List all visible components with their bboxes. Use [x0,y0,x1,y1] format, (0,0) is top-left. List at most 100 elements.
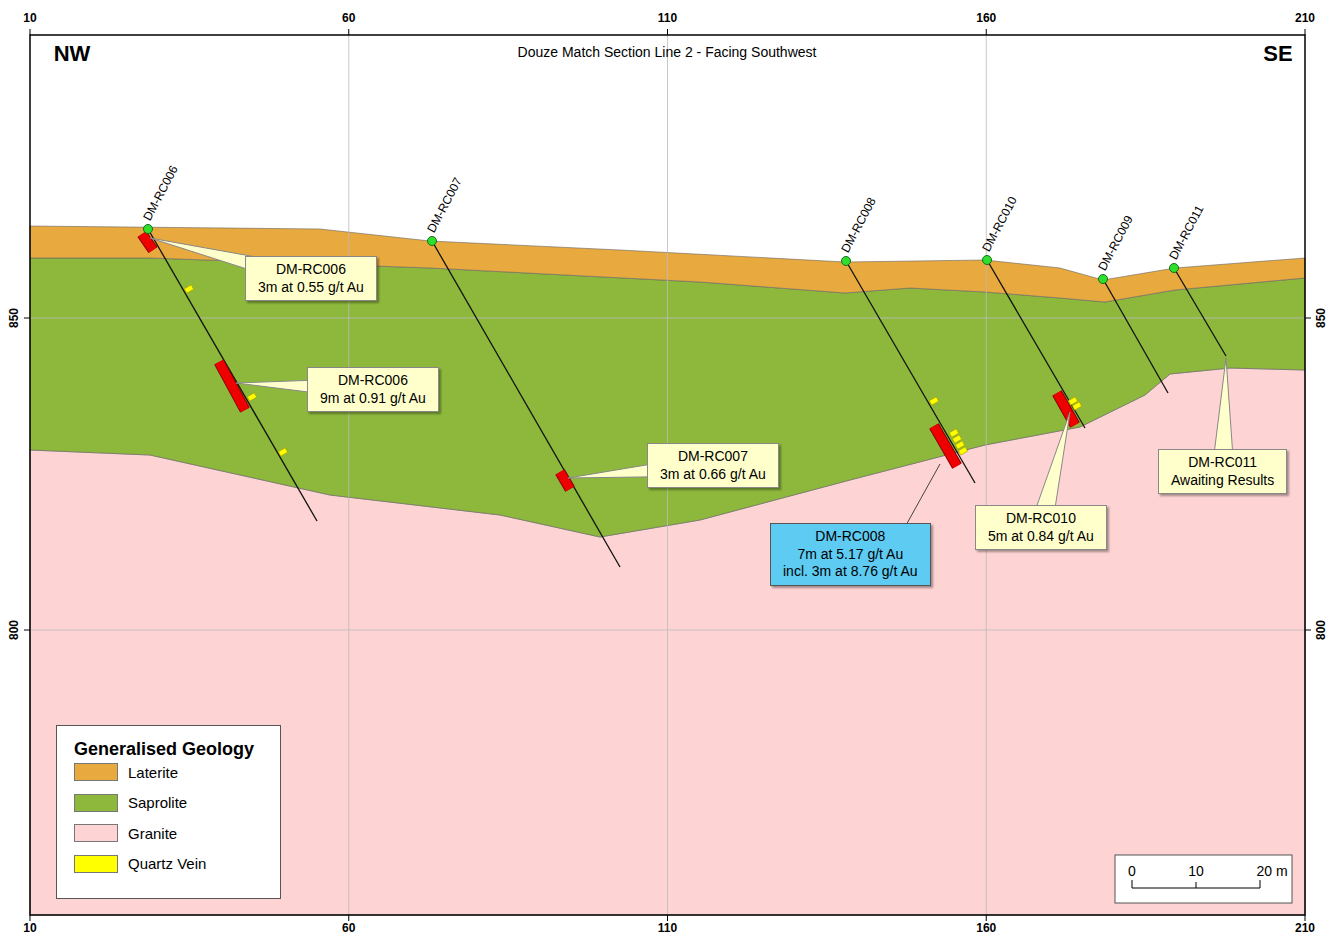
legend-swatch [74,824,118,842]
quartz-vein [247,393,256,401]
direction-label: NW [54,41,91,67]
drill-trace [987,260,1085,428]
axis-tick [348,29,349,35]
scale-box [1115,855,1292,903]
drill-trace [432,241,620,567]
axis-label: 110 [658,921,677,935]
drill-trace [1103,279,1168,393]
axis-label: 110 [658,11,677,25]
grid-line [986,35,987,915]
collar-dot [144,225,153,234]
callout-tails [150,238,1234,554]
axis-tick [1305,318,1311,319]
hole-label: DM-RC007 [424,175,465,235]
assay-result: 9m at 0.91 g/t Au [320,390,426,408]
assay-result: 3m at 0.55 g/t Au [258,279,364,297]
gold-interval [219,362,245,410]
callout-box: DM-RC011Awaiting Results [1158,449,1287,494]
axis-label: 60 [342,11,355,25]
quartz-vein [184,285,193,293]
gold-interval [560,472,570,489]
hole-id: DM-RC007 [660,448,766,466]
hole-id: DM-RC006 [320,372,426,390]
gold-interval [142,234,153,250]
gold-interval [1057,393,1075,425]
legend-row: Quartz Vein [74,854,206,874]
collar-dot [983,256,992,265]
legend-text: Laterite [128,764,178,781]
legend-heading: Generalised Geology [74,739,254,761]
collar-dot [842,257,851,266]
legend-row: Granite [74,823,177,843]
legend-text: Quartz Vein [128,855,206,872]
assay-result: incl. 3m at 8.76 g/t Au [783,563,918,581]
interval-outline [142,234,153,250]
hole-label: DM-RC011 [1166,203,1206,262]
axis-label: 60 [342,921,355,935]
quartz-vein [278,448,287,456]
hole-id: DM-RC008 [783,528,918,546]
scale-label: 0 [1128,863,1136,880]
axis-label: 800 [1314,620,1328,640]
axis-tick [348,915,349,921]
assay-result: 3m at 0.66 g/t Au [660,466,766,484]
legend-text: Granite [128,825,177,842]
collar-dot [1170,264,1179,273]
scale-tick [1196,882,1197,888]
assay-result: Awaiting Results [1171,472,1274,490]
hole-label: DM-RC010 [979,194,1020,254]
collar-dot [428,237,437,246]
axis-label: 800 [7,620,21,640]
map-frame [30,35,1305,915]
axis-label: 160 [976,11,996,25]
axis-label: 210 [1295,921,1315,935]
legend-text: Saprolite [128,794,187,811]
hole-label: DM-RC009 [1095,213,1136,273]
axis-label: 850 [1314,308,1328,328]
axis-tick [1305,29,1306,35]
axis-tick [667,915,668,921]
direction-label: SE [1263,41,1292,67]
callout-box: DM-RC0069m at 0.91 g/t Au [307,367,439,412]
axis-label: 160 [976,921,996,935]
drill-trace [1174,268,1226,356]
axis-tick [1305,630,1311,631]
scale-label: 20 m [1256,863,1287,880]
interval-outline [560,472,570,489]
grid-line [30,318,1305,319]
assay-result: 5m at 0.84 g/t Au [988,528,1094,546]
axis-tick [30,29,31,35]
legend-swatch [74,794,118,812]
axis-tick [986,915,987,921]
axis-label: 10 [23,921,36,935]
assay-result: 7m at 5.17 g/t Au [783,546,918,564]
grid-line [348,35,349,915]
interval-outline [1057,393,1075,425]
hole-id: DM-RC006 [258,261,364,279]
hole-label: DM-RC008 [838,195,879,255]
axis-tick [24,630,30,631]
quartz-vein [929,397,938,405]
axis-tick [30,915,31,921]
quartz-vein [958,447,967,455]
callout-box: DM-RC0087m at 5.17 g/t Auincl. 3m at 8.7… [770,523,931,586]
callout-box: DM-RC0063m at 0.55 g/t Au [245,256,377,301]
legend-swatch [74,763,118,781]
scale-label: 10 [1188,863,1204,880]
hole-label: DM-RC006 [140,163,181,223]
axis-tick [24,318,30,319]
axis-tick [986,29,987,35]
legend-swatch [74,855,118,873]
legend-row: Saprolite [74,793,187,813]
axis-label: 10 [23,11,36,25]
grid-line [30,630,1305,631]
axis-label: 210 [1295,11,1315,25]
quartz-vein [1072,402,1081,410]
scale-bar [1132,880,1260,888]
axis-tick [1305,915,1306,921]
drill-trace [846,261,975,483]
axis-tick [667,29,668,35]
hole-id: DM-RC011 [1171,454,1274,472]
callout-box: DM-RC0105m at 0.84 g/t Au [975,505,1107,550]
